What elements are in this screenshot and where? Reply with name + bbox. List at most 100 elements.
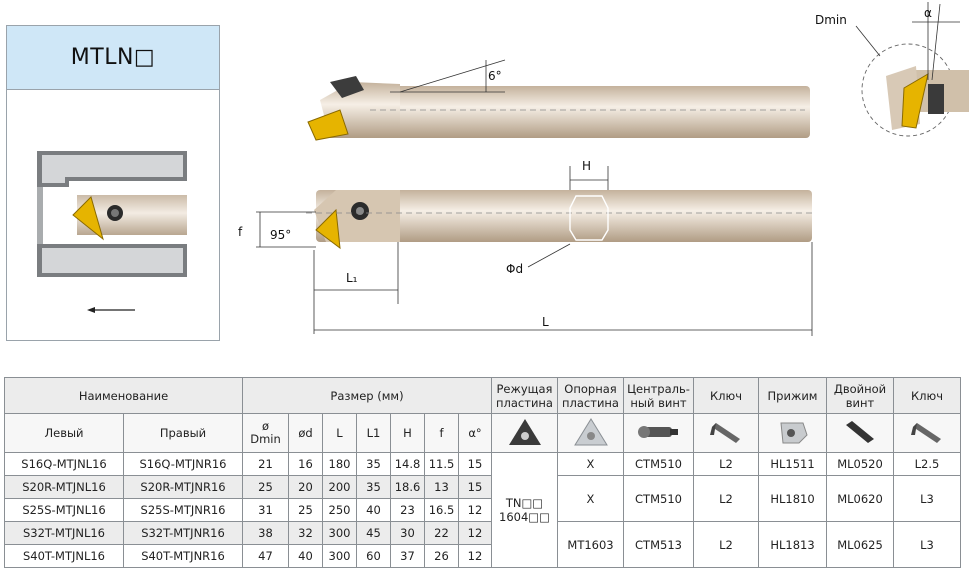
subheader-left: Левый (4, 413, 124, 453)
row-L: 250 (322, 498, 357, 522)
center-screw-icon (637, 425, 678, 438)
header-center-screw: Централь-ный винт (623, 377, 694, 414)
row-right: S32T-MTJNR16 (123, 521, 243, 545)
table-row: S32T-MTJNL16 S32T-MTJNR16 38 32 300 45 3… (4, 521, 961, 568)
row-left: S20R-MTJNL16 (4, 475, 124, 499)
double-screw-b: ML0620 (826, 475, 894, 522)
table-row: S16Q-MTJNL16 S16Q-MTJNR16 21 16 180 35 1… (4, 452, 961, 568)
table-row: S20R-MTJNL16 S20R-MTJNR16 25 20 200 35 1… (4, 475, 961, 522)
insert-code: TN□□1604□□ (491, 452, 558, 568)
hex-key2-icon (911, 422, 941, 443)
subheader-alpha: α° (458, 413, 492, 453)
row-L1: 35 (356, 475, 391, 499)
double-screw-c: ML0625 (826, 521, 894, 568)
insert-detail-icon (901, 72, 929, 129)
header-name: Наименование (4, 377, 243, 414)
row-left: S32T-MTJNL16 (4, 521, 124, 545)
row-right: S20R-MTJNR16 (123, 475, 243, 499)
header-key2: Ключ (893, 377, 961, 414)
phi-d-label: Φd (506, 262, 523, 276)
shim-a: X (557, 452, 624, 476)
clamp-b: HL1810 (758, 475, 827, 522)
double-screw-a: ML0520 (826, 452, 894, 476)
row-right: S25S-MTJNR16 (123, 498, 243, 522)
double-screw-image (826, 413, 894, 453)
insert-top-icon (307, 109, 349, 141)
shim-b: X (557, 475, 624, 522)
center-screw-a: CTM510 (623, 452, 694, 476)
clamp-part-icon (779, 422, 808, 443)
row-f: 26 (424, 544, 459, 568)
f-label: f (238, 225, 243, 239)
key-a: L2 (693, 452, 759, 476)
row-dmin: 38 (242, 521, 289, 545)
center-screw-image (623, 413, 694, 453)
detail-view: α Dmin (815, 2, 969, 137)
shank-side (316, 190, 812, 242)
panel-title: MTLN□ (7, 26, 219, 90)
row-d: 16 (288, 452, 323, 476)
row-right: S16Q-MTJNR16 (123, 452, 243, 476)
tool-top-view: 6° (307, 59, 810, 141)
row-f: 16.5 (424, 498, 459, 522)
row-H: 37 (390, 544, 425, 568)
row-left: S16Q-MTJNL16 (4, 452, 124, 476)
clamp-a: HL1511 (758, 452, 827, 476)
boring-illustration (37, 151, 187, 313)
key-image (693, 413, 759, 453)
header-clamp: Прижим (758, 377, 827, 414)
dmin-label: Dmin (815, 13, 847, 27)
row-alpha: 12 (458, 498, 492, 522)
row-H: 23 (390, 498, 425, 522)
row-d: 20 (288, 475, 323, 499)
row-alpha: 12 (458, 521, 492, 545)
row-left: S25S-MTJNL16 (4, 498, 124, 522)
row-L1: 60 (356, 544, 391, 568)
row-H: 30 (390, 521, 425, 545)
angle-side-label: 95° (270, 228, 291, 242)
row-L: 200 (322, 475, 357, 499)
clamp-c: HL1813 (758, 521, 827, 568)
key2-image (893, 413, 961, 453)
tool-panel: MTLN□ (6, 25, 220, 341)
table-row: S25S-MTJNL16 S25S-MTJNR16 31 25 250 40 2… (4, 498, 961, 522)
row-left: S40T-MTJNL16 (4, 544, 124, 568)
row-d: 32 (288, 521, 323, 545)
row-dmin: 31 (242, 498, 289, 522)
table-row: S40T-MTJNL16 S40T-MTJNR16 47 40 300 60 3… (4, 544, 961, 568)
key2-b: L3 (893, 475, 961, 522)
hex-key-icon (710, 422, 740, 443)
row-H: 14.8 (390, 452, 425, 476)
center-screw-b: CTM510 (623, 475, 694, 522)
row-alpha: 15 (458, 475, 492, 499)
row-d: 40 (288, 544, 323, 568)
subheader-right: Правый (123, 413, 243, 453)
insert-side-icon (315, 208, 341, 250)
shim-icon (573, 417, 608, 445)
key2-a: L2.5 (893, 452, 961, 476)
shim-image (557, 413, 624, 453)
clamp-icon (330, 76, 364, 98)
alpha-label: α (924, 6, 932, 20)
row-f: 13 (424, 475, 459, 499)
clamp-image (758, 413, 827, 453)
row-L: 180 (322, 452, 357, 476)
row-dmin: 47 (242, 544, 289, 568)
subheader-f: f (424, 413, 459, 453)
header-key: Ключ (693, 377, 759, 414)
row-f: 22 (424, 521, 459, 545)
row-H: 18.6 (390, 475, 425, 499)
subheader-od: ød (288, 413, 323, 453)
shank-top (360, 86, 810, 138)
header-size: Размер (мм) (242, 377, 492, 414)
row-dmin: 21 (242, 452, 289, 476)
triangle-insert-icon (508, 418, 541, 445)
row-alpha: 12 (458, 544, 492, 568)
row-f: 11.5 (424, 452, 459, 476)
key-b: L2 (693, 475, 759, 522)
row-L1: 35 (356, 452, 391, 476)
shim-c: MT1603 (557, 521, 624, 568)
l1-label: L₁ (346, 271, 358, 285)
